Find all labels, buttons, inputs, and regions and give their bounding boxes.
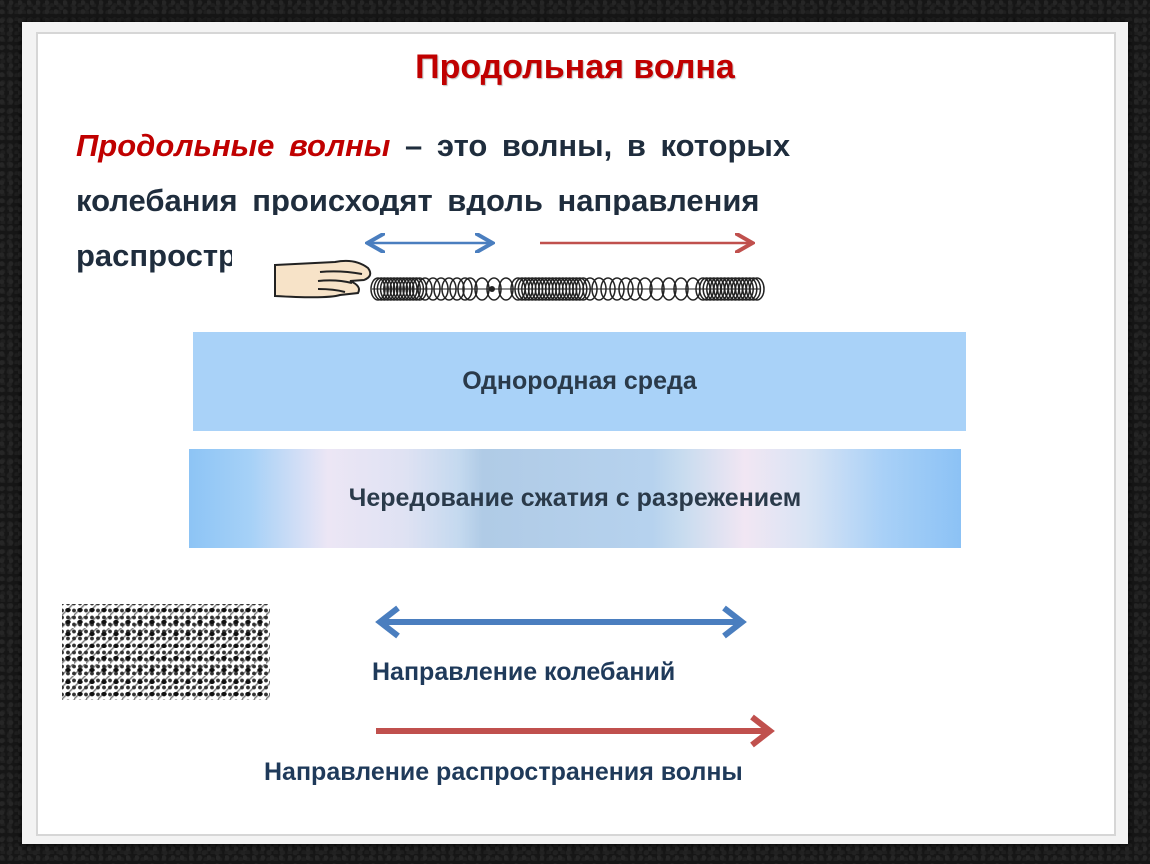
compression-rarefaction-band: Чередование сжатия с разрежением xyxy=(189,449,961,548)
oscillation-direction-label: Направление колебаний xyxy=(372,658,676,686)
hand-icon xyxy=(274,259,372,299)
compression-rarefaction-label: Чередование сжатия с разрежением xyxy=(348,484,802,512)
slide-title: Продольная волна xyxy=(415,48,735,86)
oscillation-arrowhead-left xyxy=(375,605,400,639)
oscillation-arrowhead-right xyxy=(722,605,747,639)
slide-frame xyxy=(22,22,1128,844)
uniform-medium-band: Однородная среда xyxy=(193,332,966,431)
spring-marker-dot xyxy=(489,286,495,292)
definition-term: Продольные волны xyxy=(76,128,391,163)
slide-content-area xyxy=(36,32,1116,836)
propagation-direction-label: Направление распространения волны xyxy=(264,758,743,786)
uniform-medium-label: Однородная среда xyxy=(462,367,697,395)
particle-grid-image xyxy=(62,604,270,700)
propagation-arrowhead xyxy=(750,714,775,748)
